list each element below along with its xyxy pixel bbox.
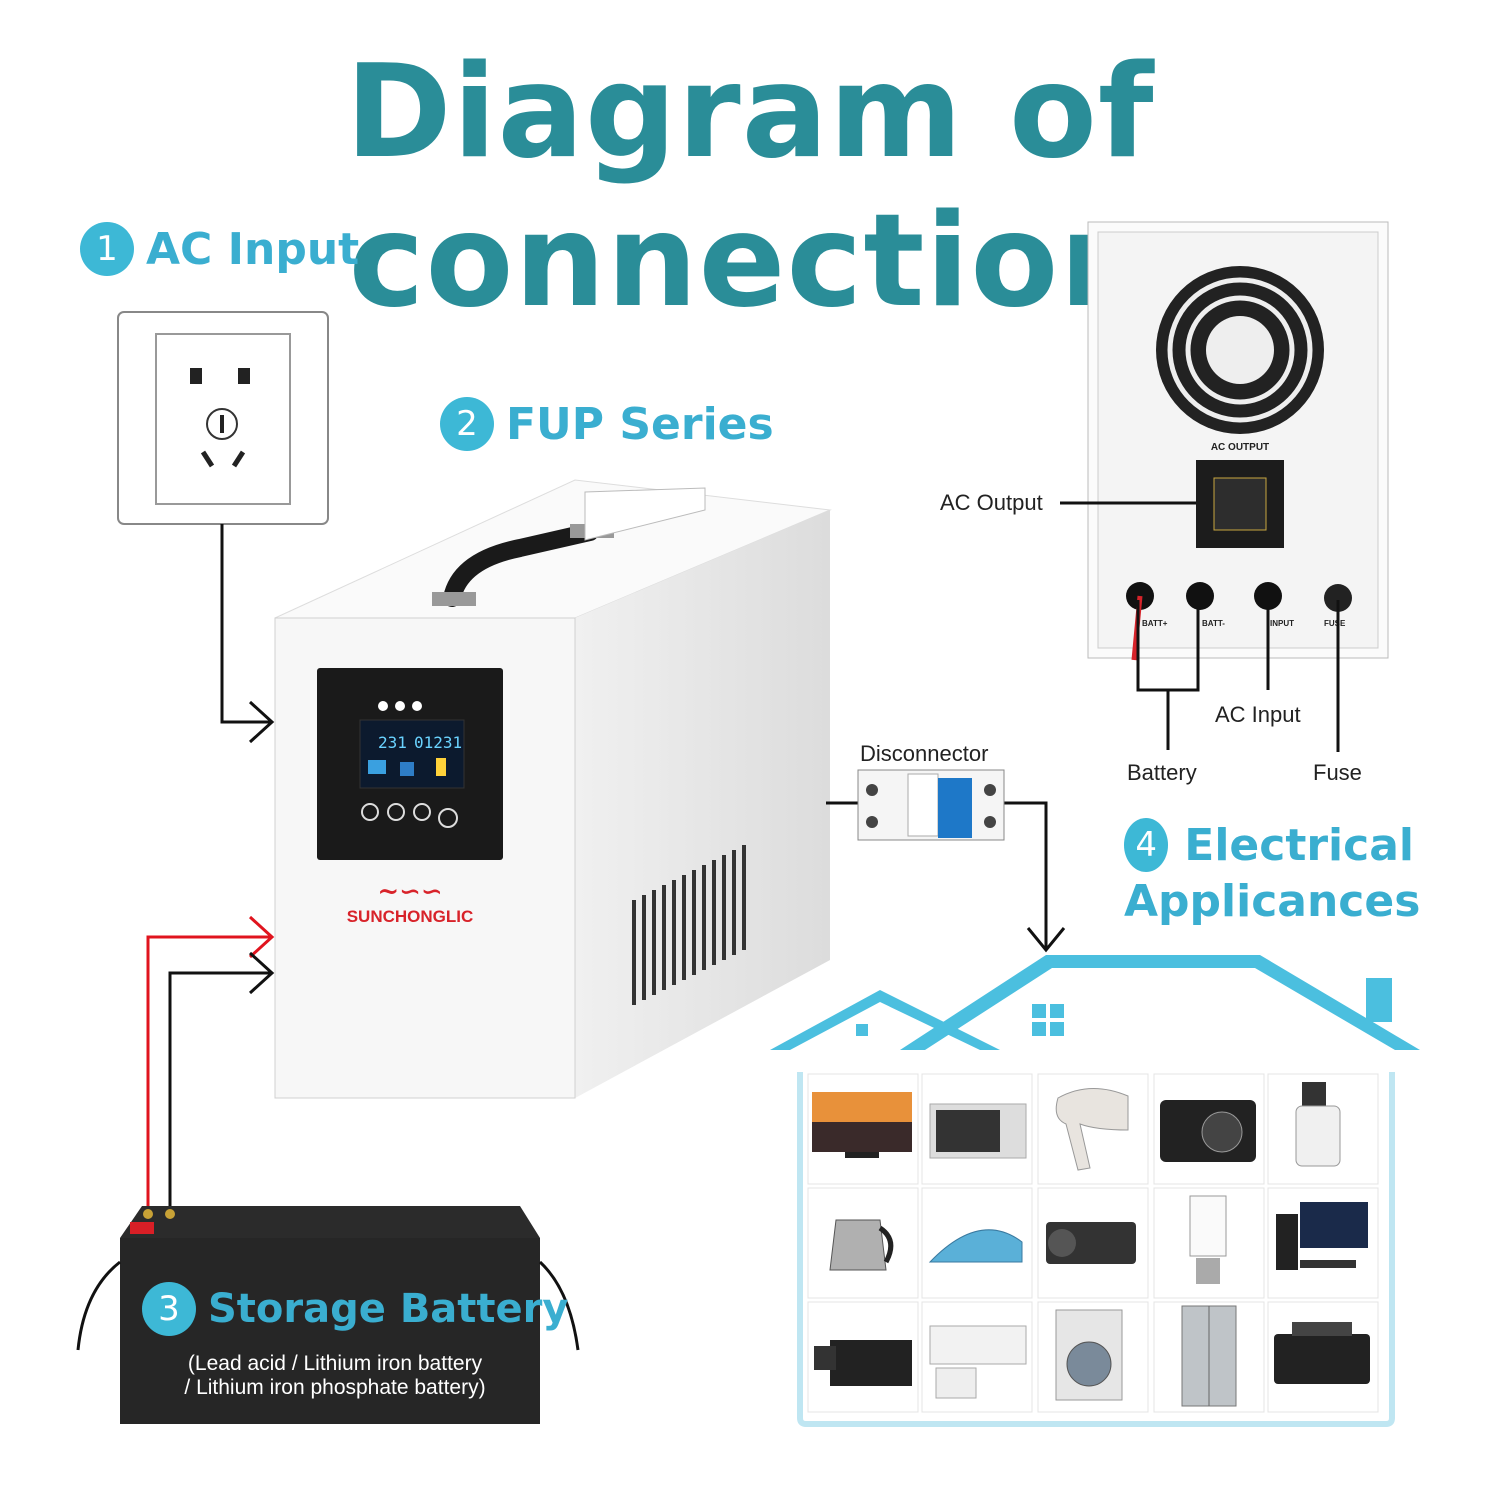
rear-panel-label: AC OUTPUT bbox=[1211, 442, 1269, 453]
step-fup-series: 2 FUP Series bbox=[440, 397, 774, 451]
step-label: FUP Series bbox=[506, 398, 774, 450]
brand-logo: SUNCHONGLIC bbox=[347, 907, 474, 926]
house-roof-icon bbox=[770, 955, 1420, 1050]
step-number: 2 bbox=[440, 397, 494, 451]
step-ac-input: 1 AC Input bbox=[80, 222, 359, 276]
battery-types-note: (Lead acid / Lithium iron battery / Lith… bbox=[150, 1352, 520, 1400]
ac-input-wire bbox=[220, 524, 270, 724]
step-label: Electrical bbox=[1184, 819, 1414, 871]
step-number: 4 bbox=[1124, 818, 1169, 872]
disconnector-icon bbox=[857, 769, 1005, 841]
port-batt-pos: BATT+ bbox=[1142, 619, 1168, 628]
lcd-right-value: 01231 bbox=[414, 733, 462, 752]
step-label: Storage Battery bbox=[208, 1286, 569, 1332]
battery-note-line2: / Lithium iron phosphate battery) bbox=[184, 1376, 486, 1399]
step-number: 3 bbox=[142, 1282, 196, 1336]
storage-battery-icon bbox=[76, 1206, 580, 1424]
svg-text:~∽∽: ~∽∽ bbox=[377, 877, 442, 907]
port-batt-neg: BATT- bbox=[1202, 619, 1225, 628]
step-label-line2: Applicances bbox=[1124, 876, 1421, 927]
rear-panel: AC OUTPUT BATT+ BATT- INPUT FUSE bbox=[1087, 221, 1389, 661]
step-electrical-appliances: 4 Electrical Applicances bbox=[1124, 818, 1421, 927]
battery-negative-wire bbox=[168, 971, 270, 1210]
step-label: AC Input bbox=[146, 223, 360, 275]
page-title: Diagram of connection bbox=[345, 38, 1155, 336]
port-fuse: FUSE bbox=[1324, 619, 1346, 628]
callout-fuse: Fuse bbox=[1313, 760, 1362, 785]
battery-note-line1: (Lead acid / Lithium iron battery bbox=[187, 1352, 483, 1375]
wall-socket-icon bbox=[117, 311, 329, 525]
step-storage-battery: 3 Storage Battery bbox=[142, 1282, 568, 1336]
step-number: 1 bbox=[80, 222, 134, 276]
battery-positive-wire bbox=[146, 935, 270, 1210]
appliance-grid bbox=[807, 1073, 1379, 1413]
callout-ac-input: AC Input bbox=[1215, 702, 1301, 727]
port-input: INPUT bbox=[1270, 619, 1294, 628]
inverter-unit: 231 01231 SUNCHONGLIC ~∽∽ bbox=[274, 479, 832, 1099]
callout-disconnector: Disconnector bbox=[860, 741, 989, 766]
callout-ac-output: AC Output bbox=[940, 490, 1043, 515]
callout-battery: Battery bbox=[1127, 760, 1197, 785]
lcd-left-value: 231 bbox=[378, 733, 407, 752]
